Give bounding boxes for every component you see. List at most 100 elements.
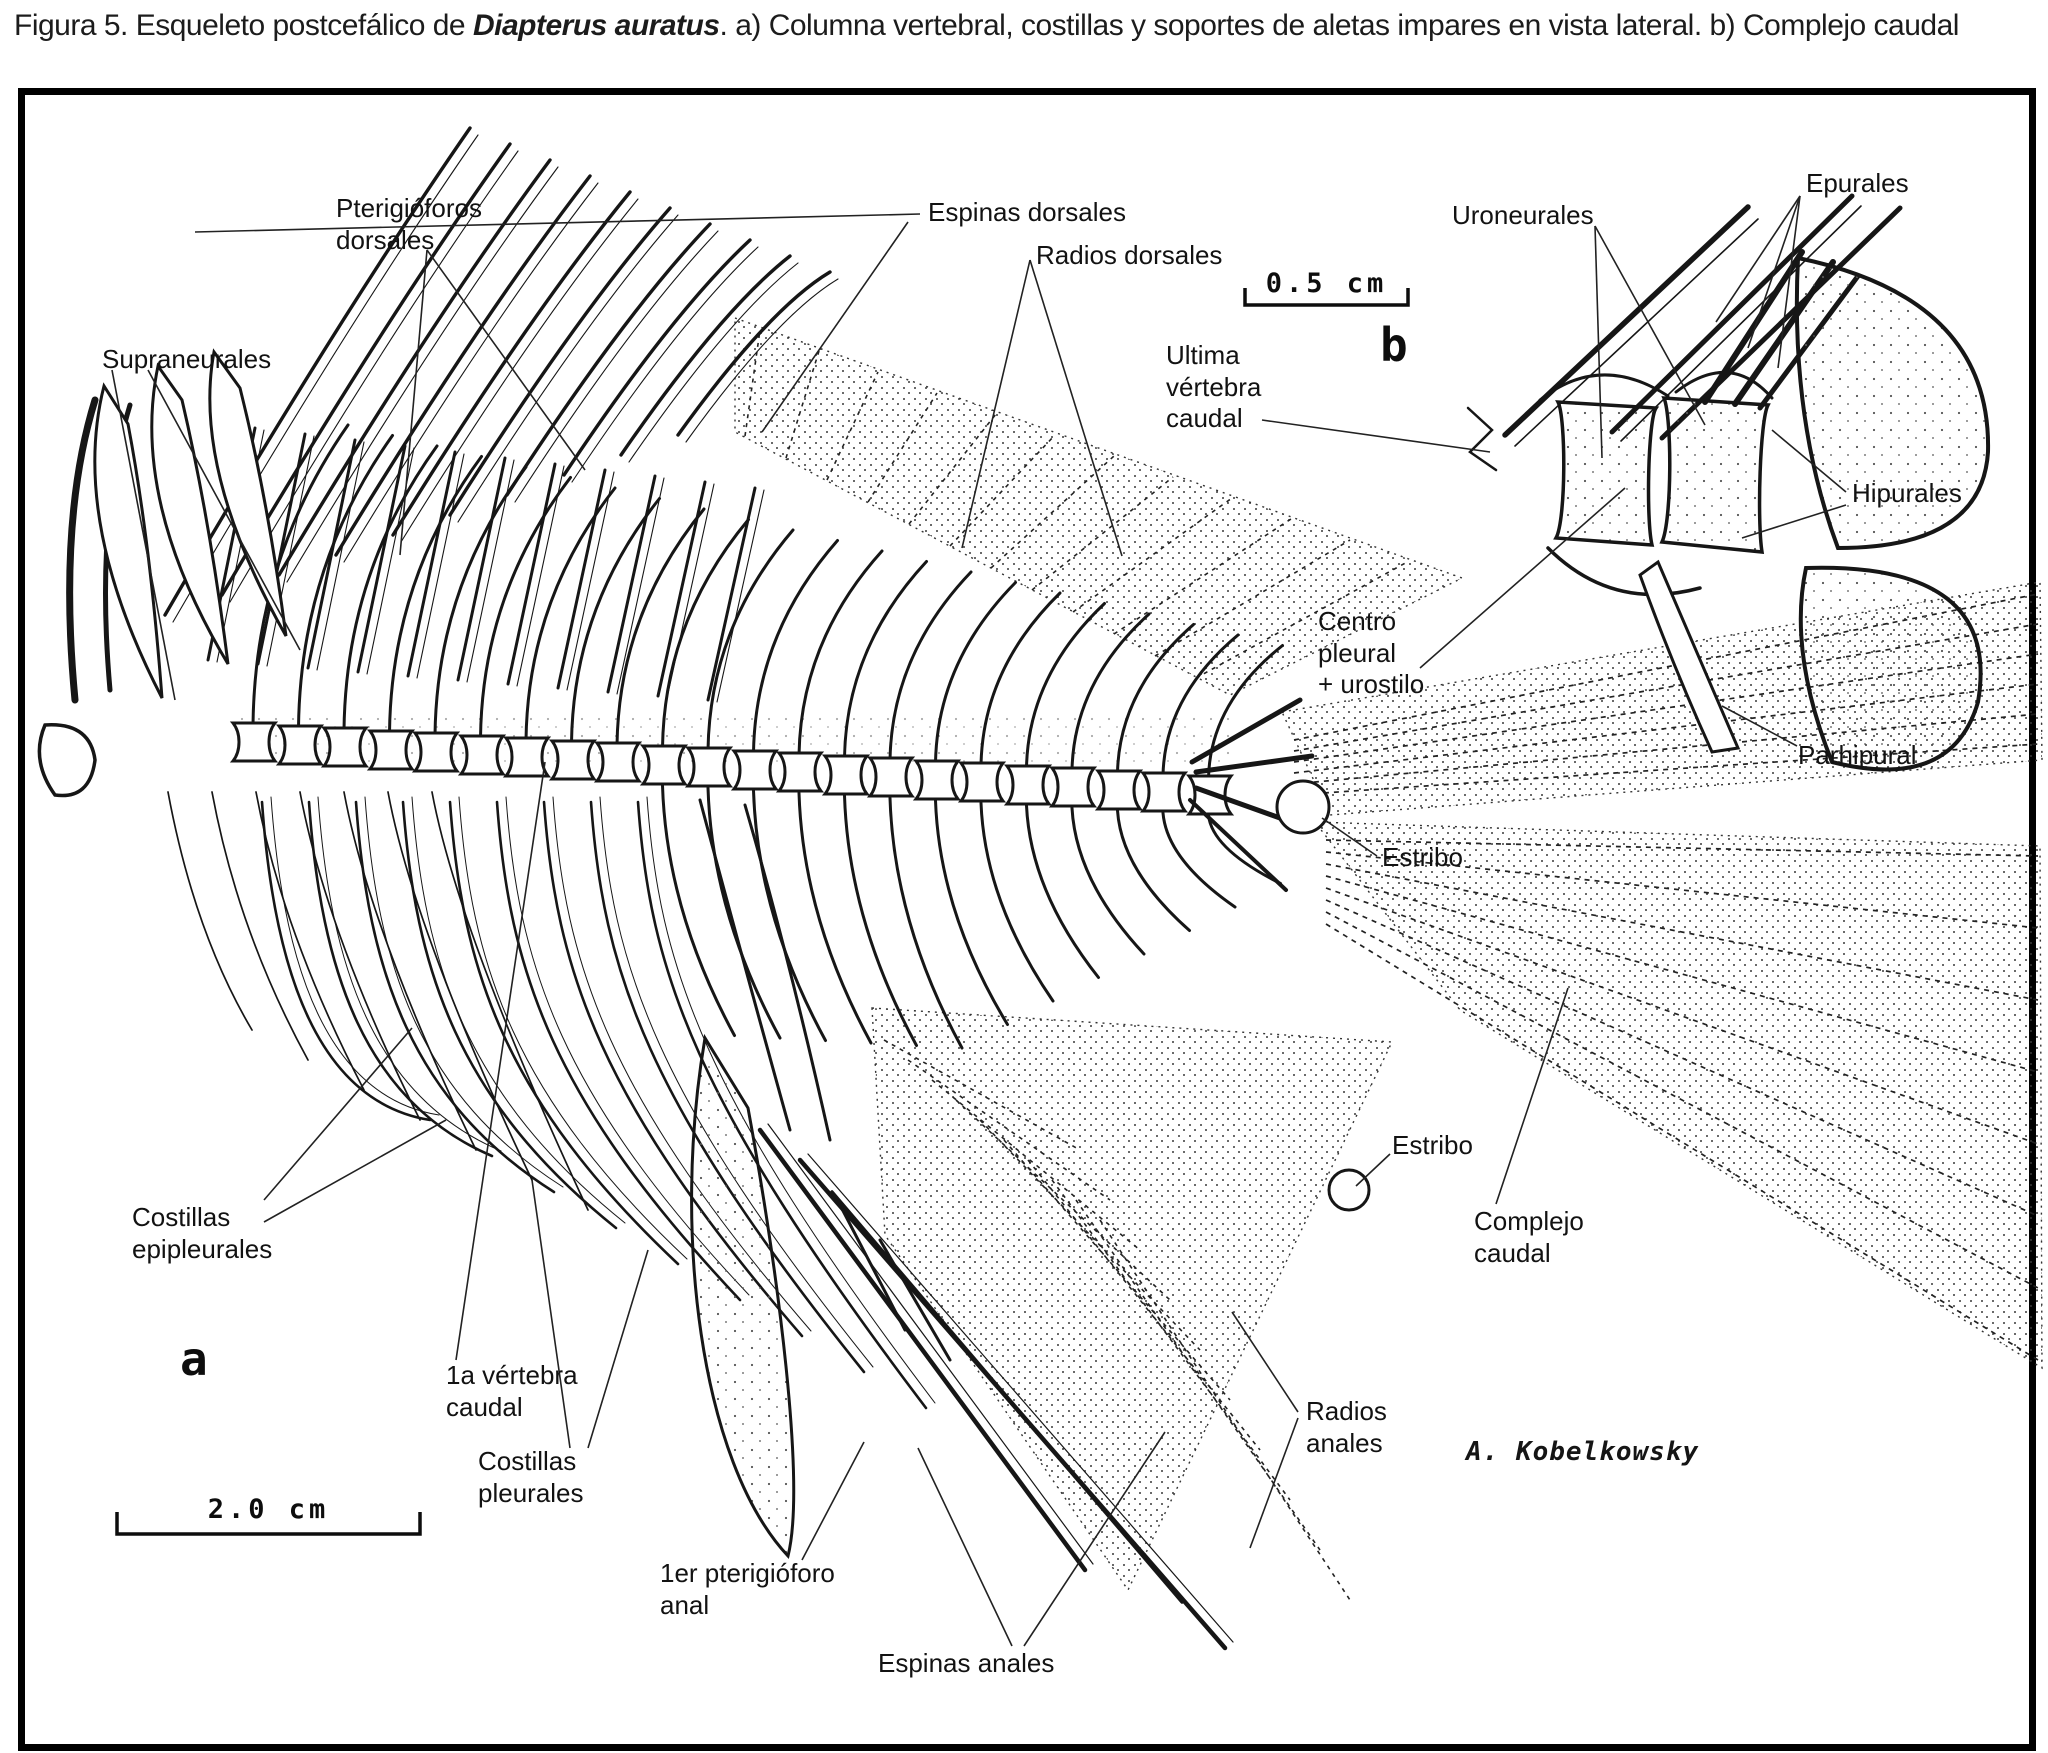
dorsal-spine-outline xyxy=(229,150,519,603)
leader-costillas-pleurales xyxy=(531,1179,571,1449)
parhypural-bone xyxy=(1638,559,1741,754)
neural-spine-line xyxy=(524,486,617,742)
supraneural-bone xyxy=(208,348,288,637)
first-anal-pterygiophore-shape xyxy=(690,1033,796,1560)
detail-left-fragment xyxy=(1466,406,1498,472)
anal-region-bones-drawing xyxy=(690,798,1371,1651)
vertebra-shape xyxy=(1139,771,1189,813)
vertebra-shape xyxy=(229,721,279,763)
supraneural-bone xyxy=(150,362,230,665)
caudal-blade xyxy=(1193,753,1315,775)
caudal-complex-detail-drawing xyxy=(1466,193,1991,772)
dorsal-ray-line xyxy=(1031,476,1174,591)
caption-prefix: Figura 5. Esqueleto postcefálico de xyxy=(14,9,473,42)
vertebra-shape xyxy=(548,739,598,781)
dorsal-spine-outline xyxy=(571,246,759,483)
dorsal-ray-line xyxy=(990,455,1115,569)
label-costillas-epipleurales: Costillas epipleurales xyxy=(132,1202,273,1264)
dorsal-spine-outline xyxy=(685,278,839,443)
haemal-spine-line xyxy=(752,789,827,1042)
panel-letter-b: b xyxy=(1380,318,1408,372)
caudal-ray-line xyxy=(1325,839,2039,857)
dorsal-stirrup-bone xyxy=(1275,779,1331,835)
haemal-spine-line xyxy=(934,799,1009,1026)
haemal-spine-line xyxy=(706,786,782,1040)
leader-epurales xyxy=(1747,195,1801,349)
neural-spines-drawing xyxy=(251,423,1284,779)
leader-costillas-epipleurales xyxy=(263,1027,413,1201)
dorsal-fin-rays xyxy=(744,329,1410,679)
vertebra-shape xyxy=(1094,769,1144,811)
label-ultima-vertebra-caudal: Ultima vértebra caudal xyxy=(1166,340,1262,434)
leader-radios-dorsales xyxy=(1029,259,1123,557)
label-parhipural: Parhipural xyxy=(1798,740,1917,770)
first-vertebra-shape xyxy=(37,723,97,798)
dorsal-pterygiophore-line xyxy=(606,474,657,694)
neural-spine-line xyxy=(797,549,884,757)
epipleural-rib-line xyxy=(343,791,477,1151)
caudal-ray-line xyxy=(1325,875,2039,1073)
label-costillas-pleurales: Costillas pleurales xyxy=(478,1446,584,1508)
dorsal-spine-line xyxy=(277,158,552,577)
preural-centrum xyxy=(1553,400,1660,547)
dorsal-pterygiophore-line xyxy=(506,462,557,686)
neural-spine-line xyxy=(388,455,483,734)
dorsal-spine-line xyxy=(163,126,472,617)
haemal-spine-line xyxy=(1161,811,1237,909)
neural-arch-line xyxy=(1674,370,1774,400)
neural-spine-line xyxy=(706,528,795,752)
label-espinas-anales: Espinas anales xyxy=(878,1648,1055,1678)
caudal-ray-line xyxy=(1325,911,2039,1289)
dorsal-ray-line xyxy=(1154,539,1351,657)
vertebra-shape xyxy=(1003,764,1053,806)
pleural-rib-line xyxy=(495,800,742,1302)
caudal-blade xyxy=(1189,697,1303,765)
haemal-spine-line xyxy=(1207,814,1282,885)
label-pterigioforos-dorsales: Pterigióforos dorsales xyxy=(336,193,482,255)
label-epurales: Epurales xyxy=(1806,168,1909,198)
haemal-support-line xyxy=(743,803,832,1142)
label-espinas-dorsales: Espinas dorsales xyxy=(928,197,1126,227)
neural-spine-line xyxy=(934,581,1017,764)
leader-1er-pterigioforo xyxy=(801,1441,865,1561)
leader-supraneurales xyxy=(147,369,301,651)
anal-pterygiophore xyxy=(878,1238,952,1362)
vertebra-shape xyxy=(730,749,780,791)
epipleural-rib-line xyxy=(387,791,533,1181)
neural-spine-line xyxy=(433,465,528,737)
pleural-rib-line xyxy=(307,800,494,1158)
leader-espinas-dorsales xyxy=(194,213,921,233)
caption-species-name: Diapterus auratus xyxy=(472,9,720,42)
leader-estribo-dorsal xyxy=(1321,817,1378,857)
pleural-rib-outline xyxy=(270,796,440,1116)
haemal-support-line xyxy=(698,798,792,1132)
dorsal-pterygiophore-line xyxy=(306,438,357,670)
epural-bone xyxy=(1702,249,1805,405)
neural-spine-line xyxy=(570,497,661,744)
dorsal-spine-line xyxy=(448,206,672,517)
anal-ray-line xyxy=(1027,1159,1261,1451)
neural-spine-line xyxy=(661,518,750,749)
lower-hypural-plate xyxy=(1798,565,1983,772)
epipleural-rib-line xyxy=(167,791,253,1031)
supraneural-bone xyxy=(93,382,164,699)
neural-arch-line xyxy=(1538,373,1670,402)
dorsal-spine-outline xyxy=(514,230,719,503)
dorsal-ray-line xyxy=(826,371,879,481)
author-credit: A. Kobelkowsky xyxy=(1466,1437,1700,1467)
vertebra-shape xyxy=(320,726,370,768)
leader-radios-anales xyxy=(1231,1311,1299,1413)
neural-spine-line xyxy=(752,539,839,754)
epipleural-rib-line xyxy=(299,791,421,1121)
vertebra-shape xyxy=(866,756,916,798)
vertebra-shape xyxy=(366,729,416,771)
haemal-spine-line xyxy=(797,791,873,1045)
leader-complejo-caudal xyxy=(1495,987,1569,1205)
neural-spine-line xyxy=(888,570,973,762)
leader-epurales xyxy=(1715,195,1801,323)
pleural-rib-line xyxy=(260,800,432,1122)
pleural-ribs-drawing xyxy=(260,796,936,1410)
dorsal-spine-line xyxy=(334,174,592,557)
leader-costillas-epipleurales xyxy=(263,1119,447,1223)
epipleural-rib-line xyxy=(211,791,309,1061)
